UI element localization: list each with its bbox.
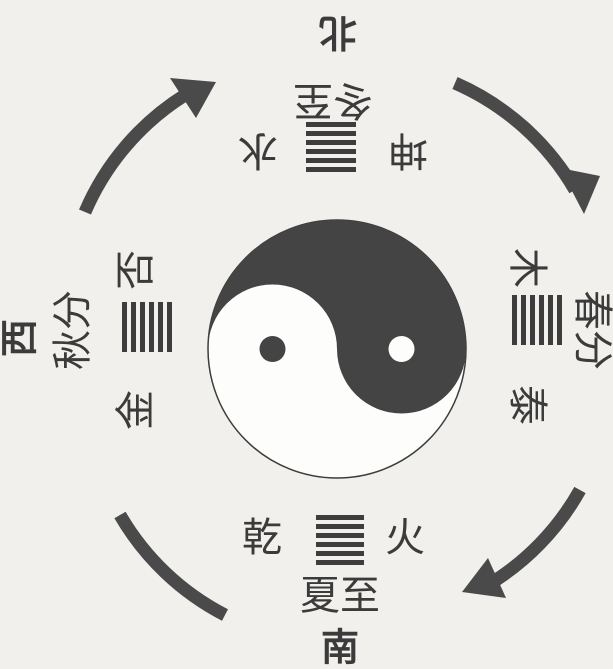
hexagram-qian-south — [316, 515, 364, 565]
direction-north: 北 — [319, 11, 357, 55]
season-north: 冬至 — [293, 77, 373, 123]
element-west: 金 — [113, 390, 159, 430]
hexagram-name-north: 坤 — [388, 127, 428, 173]
south-group: 乾 火 夏至 南 — [242, 515, 425, 669]
season-south: 夏至 — [300, 573, 380, 619]
hexagram-name-east: 泰 — [504, 385, 550, 425]
arrowheads — [170, 78, 600, 598]
element-south: 火 — [385, 515, 425, 561]
east-group: 木 泰 春分 — [504, 248, 613, 425]
yin-eye — [259, 336, 286, 362]
arrow-west-to-north — [79, 89, 189, 215]
hexagram-kun-north — [306, 122, 356, 172]
hexagram-tai-east — [512, 295, 562, 345]
west-group: 否 金 秋分 西 — [0, 250, 172, 430]
arrowhead-east — [560, 168, 600, 214]
arrow-east-to-south — [484, 486, 586, 591]
north-group: 北 冬至 水 坤 — [238, 11, 428, 174]
arrowhead-south — [462, 558, 506, 598]
arrow-south-to-west — [114, 511, 228, 621]
element-north: 水 — [238, 127, 278, 173]
hexagram-name-south: 乾 — [242, 515, 282, 561]
taiji-symbol — [207, 219, 467, 479]
hexagram-pi-west — [122, 302, 172, 352]
direction-south: 南 — [321, 626, 359, 669]
yin-half — [208, 220, 466, 414]
arrow-north-to-east — [452, 77, 581, 194]
direction-west: 西 — [0, 319, 42, 357]
season-west: 秋分 — [50, 290, 96, 370]
season-east: 春分 — [569, 290, 613, 370]
hexagram-name-west: 否 — [113, 250, 159, 290]
element-east: 木 — [504, 248, 550, 288]
yang-eye — [388, 336, 415, 362]
arrowhead-north — [170, 78, 216, 118]
